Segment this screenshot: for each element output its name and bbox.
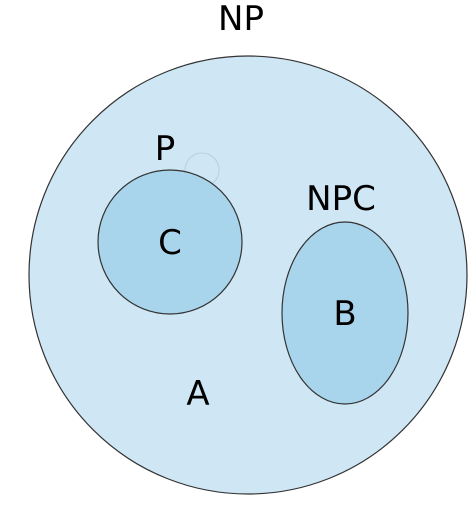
npc-label: NPC — [306, 179, 376, 219]
b-label: B — [333, 294, 356, 334]
c-label: C — [158, 223, 182, 263]
p-label: P — [155, 129, 176, 169]
npc-region — [281, 221, 409, 405]
np-label: NP — [218, 0, 264, 39]
a-label: A — [186, 374, 209, 414]
p-region — [97, 169, 243, 315]
